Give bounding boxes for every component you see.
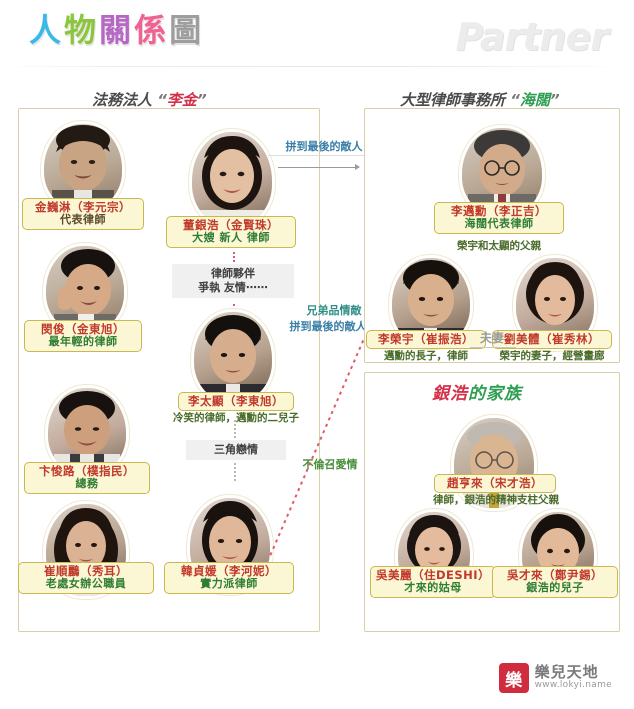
panel-family-title-accent: 銀浩 (432, 384, 468, 404)
person-name: 趙亨來（宋才浩） (447, 476, 543, 490)
panel-left-title-accent: 李金 (166, 91, 197, 109)
panel-family-title: 銀浩的家族 (432, 379, 522, 404)
person-role: 老處女辦公職員 (45, 576, 127, 590)
connector-dotted-triangle-bottom (234, 463, 236, 481)
person-name: 吳才來（鄭尹錫） (507, 568, 603, 582)
panel-left-title-prefix: 法務法人 (92, 91, 153, 109)
relation-affair-label: 不倫召愛情 (302, 458, 358, 471)
person-sub-lee-mae-hun: 榮宇和太顯的父親 (457, 240, 541, 252)
namebox-han-jeong-won: 韓貞媛（李河妮） 實力派律師 (164, 562, 294, 595)
namebox-yoo-mi-che: 劉美體（崔秀林） (492, 330, 612, 349)
relation-triangle-label: 三角戀情 (214, 443, 258, 456)
namebox-oh-jae-rae: 吳才來（鄭尹錫） 銀浩的兒子 (492, 566, 618, 599)
person-role: 大嫂 新人 律師 (192, 230, 270, 244)
person-role: 總務 (75, 476, 99, 490)
namebox-lee-mae-hun: 李邁勳（李正吉） 海闊代表律師 (434, 202, 564, 235)
page-title-char-3: 係 (134, 11, 168, 49)
person-name: 劉美體（崔秀林） (504, 332, 600, 346)
photo-dong-eun-ho[interactable] (192, 132, 272, 226)
relation-partners-line2: 爭執 友情⋯⋯ (198, 280, 268, 294)
person-role: 銀浩的兒子 (526, 580, 584, 594)
person-role: 代表律師 (60, 212, 106, 226)
connector-dotted-eunho-taehyun-top (233, 252, 235, 266)
namebox-min-jun: 閔俊（金東旭） 最年輕的律師 (24, 320, 142, 353)
person-name: 金巍淋（李元宗） (35, 200, 131, 214)
logo-site-name: 樂兒天地 (534, 663, 599, 682)
person-role: 海闊代表律師 (464, 216, 534, 230)
page-title-char-0: 人 (29, 11, 63, 49)
panel-right-title-accent: 海闊 (519, 91, 550, 109)
watermark-partner: Partner (455, 15, 609, 59)
person-name: 李太顯（李東旭） (188, 394, 284, 408)
connector-dotted-triangle-top (234, 420, 236, 438)
namebox-kim-wi-rim: 金巍淋（李元宗） 代表律師 (22, 198, 144, 231)
quote-open: “ (510, 91, 520, 109)
connector-dotted-diagonal (269, 333, 367, 557)
relation-couple-label: 夫妻 (479, 331, 504, 345)
person-role: 最年輕的律師 (48, 334, 118, 348)
person-role: 才來的姑母 (404, 580, 462, 594)
header-divider (0, 66, 634, 67)
face-illustration (200, 315, 266, 402)
person-role-cho-hyung-rae: 律師，銀浩的精神支柱父親 (433, 494, 559, 506)
connector-divider-top (268, 155, 380, 156)
connector-arrow-head-top (355, 164, 360, 170)
relation-rivals-top-label: 拼到最後的敵人 (285, 140, 363, 153)
person-name: 李榮宇（崔振浩） (378, 332, 474, 346)
panel-right-title-prefix: 大型律師事務所 (400, 91, 506, 109)
person-name: 李邁勳（李正吉） (451, 204, 547, 218)
relation-partners-line1: 律師夥伴 (211, 267, 255, 280)
page-title: 人物關係圖 (28, 14, 203, 46)
connector-dotted-partners-bottom (233, 304, 235, 318)
person-name: 韓貞媛（李河妮） (181, 564, 277, 578)
person-name: 崔順鸝（秀耳） (44, 564, 128, 578)
quote-close: ” (196, 91, 207, 109)
page-title-char-1: 物 (64, 11, 98, 49)
logo-site-url: www.lokyi.name (534, 680, 612, 691)
photo-lee-tae-hyun[interactable] (194, 312, 272, 402)
panel-family-title-suffix: 的家族 (468, 384, 522, 404)
person-role-yoo-mi-che: 榮宇的妻子，經營畫廊 (499, 350, 605, 362)
namebox-choi-sun-rye: 崔順鸝（秀耳） 老處女辦公職員 (18, 562, 154, 595)
site-logo[interactable]: 樂 樂兒天地 www.lokyi.name (498, 663, 612, 693)
namebox-lee-yeong-woo: 李榮宇（崔振浩） (366, 330, 486, 349)
relation-triangle-box: 三角戀情 (186, 440, 286, 460)
namebox-cho-hyung-rae: 趙亨來（宋才浩） (434, 474, 556, 493)
person-role-lee-tae-hyun: 冷笑的律師，邁勳的二兒子 (173, 412, 299, 424)
page-title-char-4: 圖 (169, 11, 203, 49)
person-name: 卞悛路（樸指民） (39, 464, 135, 478)
relation-brothers-line2: 拼到最後的敵人 (289, 320, 367, 333)
person-role: 實力派律師 (200, 576, 258, 590)
person-name: 吳美麗（住DESHI） (376, 568, 491, 582)
connector-arrow-line-top (278, 167, 356, 168)
person-name: 閔俊（金東旭） (41, 322, 125, 336)
person-name: 董銀浩（金賢珠） (183, 218, 279, 232)
relation-brothers-line1: 兄弟品情敵 (306, 304, 362, 317)
person-role-lee-yeong-woo: 邁勳的長子，律師 (384, 350, 468, 362)
quote-open: “ (157, 91, 167, 109)
namebox-dong-eun-ho: 董銀浩（金賢珠） 大嫂 新人 律師 (166, 216, 296, 249)
logo-mark: 樂 (498, 663, 529, 693)
namebox-lee-tae-hyun: 李太顯（李東旭） (178, 392, 294, 411)
quote-close: ” (549, 91, 560, 109)
panel-right-title: 大型律師事務所 “海闊” (392, 92, 568, 108)
relation-partners-box: 律師夥伴 爭執 友情⋯⋯ (172, 264, 294, 298)
connector-couple-line (470, 347, 516, 348)
face-illustration (198, 136, 266, 226)
panel-left-title: 法務法人 “李金” (84, 92, 215, 108)
namebox-oh-mi-ri: 吳美麗（住DESHI） 才來的姑母 (370, 566, 496, 599)
namebox-byun-hyuk-ro: 卞悛路（樸指民） 總務 (24, 462, 150, 495)
page-title-char-2: 關 (99, 11, 133, 49)
